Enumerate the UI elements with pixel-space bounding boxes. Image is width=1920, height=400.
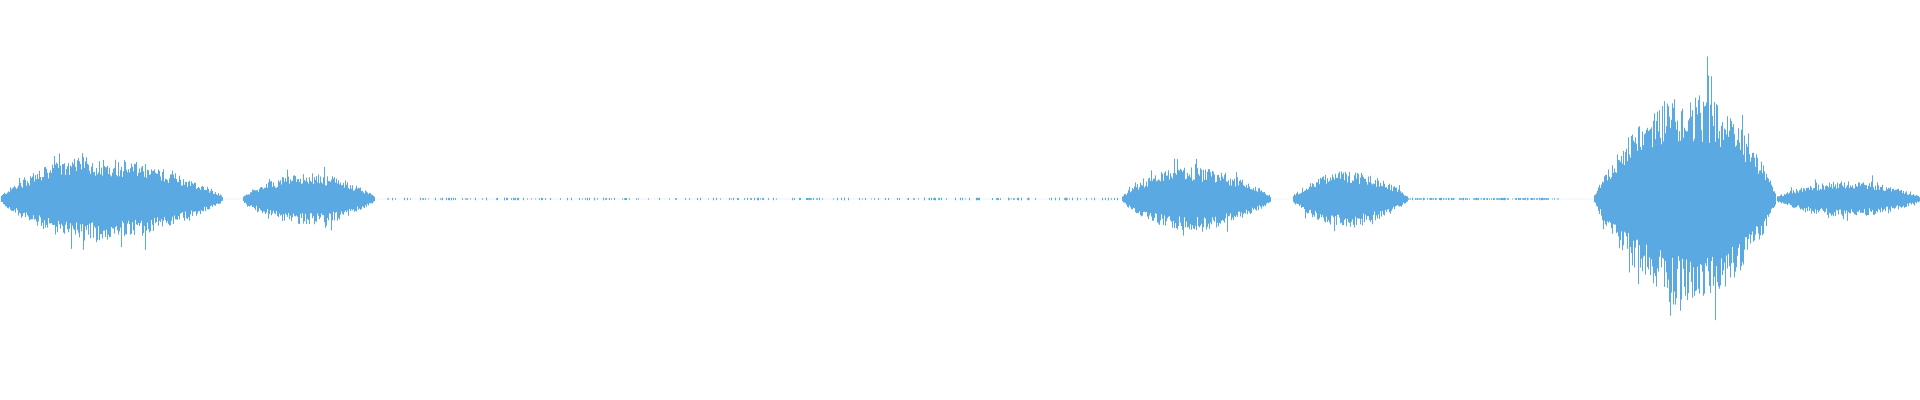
waveform-samples <box>1 56 1920 321</box>
waveform-bars <box>1 56 1920 321</box>
